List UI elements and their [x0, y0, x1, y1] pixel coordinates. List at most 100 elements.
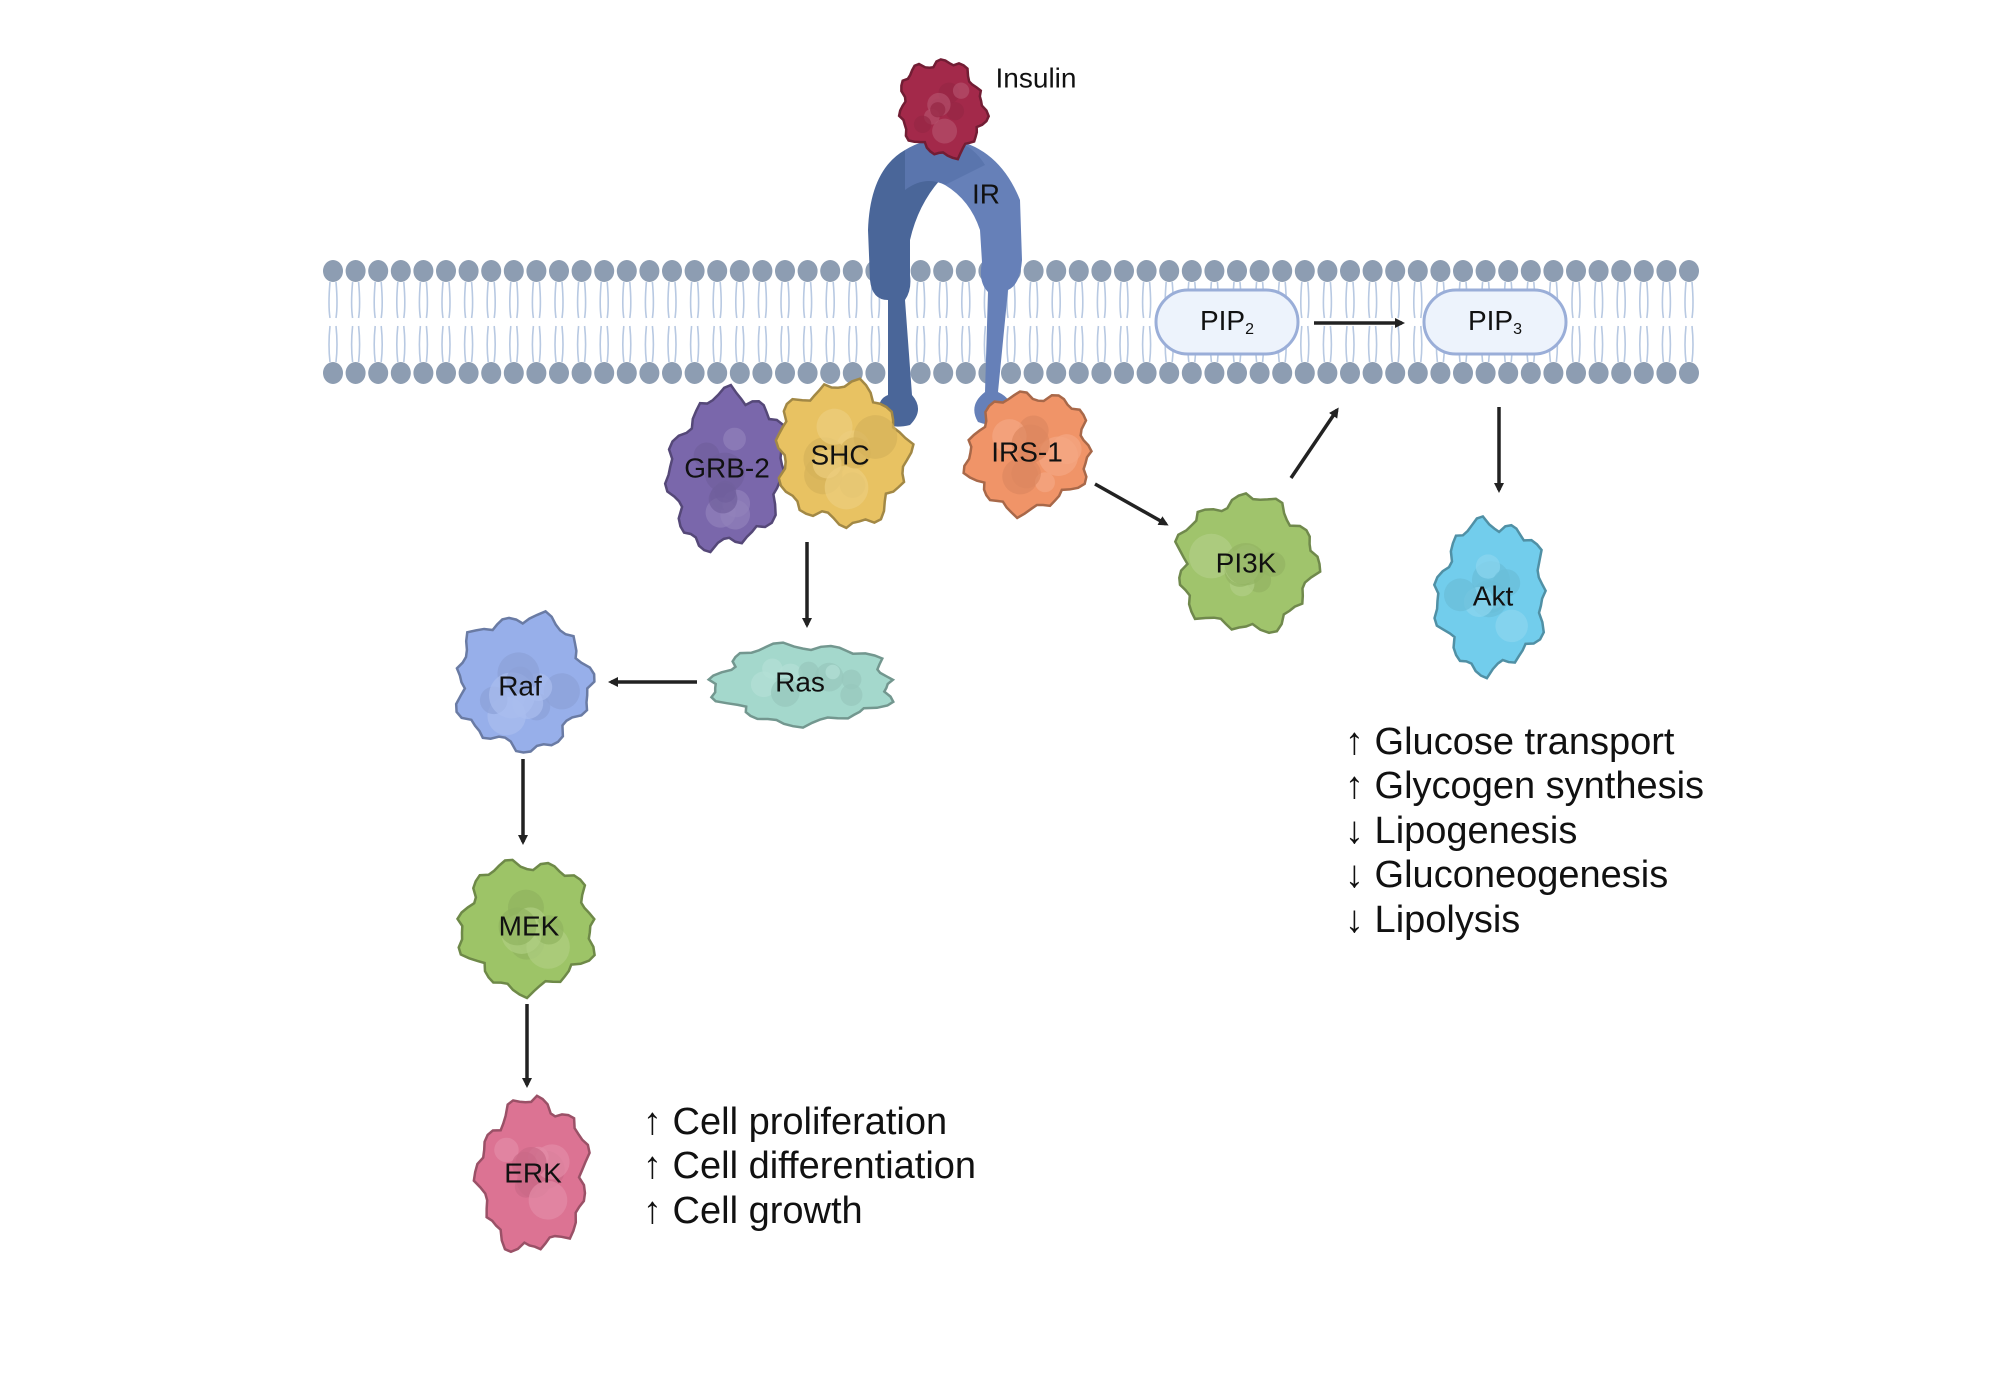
lipid-head	[1385, 362, 1406, 384]
lipid-head	[549, 260, 569, 282]
mek-texture	[534, 915, 564, 945]
lipid-tail	[1051, 281, 1061, 363]
lipid-head	[1181, 362, 1202, 384]
lipid-tail	[441, 281, 451, 363]
lipid-head	[1204, 362, 1225, 384]
lipid-head	[481, 362, 502, 384]
raf-protein	[454, 609, 596, 754]
lipid-tail	[1141, 281, 1152, 363]
lipid-tail	[870, 281, 881, 363]
lipid-head	[684, 362, 705, 384]
lipid-head	[481, 260, 502, 282]
pip2-shape	[1154, 288, 1300, 356]
lipid-head	[1046, 362, 1067, 384]
lipid-head	[436, 260, 456, 282]
lipid-tail	[396, 281, 406, 363]
lipid-tail	[1390, 281, 1400, 363]
irs1-texture	[1011, 458, 1041, 489]
lipid-head	[662, 260, 682, 282]
lipid-tail	[328, 281, 338, 363]
pi3k-texture	[1188, 533, 1234, 579]
lipid-tail	[780, 281, 790, 363]
lipid-head	[797, 362, 818, 384]
lipid-head	[1656, 362, 1677, 384]
lipid-head	[797, 260, 818, 282]
lipid-tail	[1367, 281, 1378, 363]
lipid-head	[1046, 260, 1067, 282]
insulin-texture	[952, 82, 970, 99]
lipid-head	[1272, 260, 1293, 282]
lipid-tail	[1639, 281, 1649, 363]
lipid-tail	[712, 281, 722, 363]
lipid-head	[1023, 362, 1044, 384]
lipid-head	[1566, 260, 1586, 282]
erk-effect: ↑ Cell differentiation	[643, 1145, 976, 1187]
lipid-head	[707, 362, 728, 384]
pi3k-texture	[1224, 542, 1267, 586]
lipid-head	[775, 260, 795, 282]
akt-protein	[1432, 515, 1548, 680]
lipid-tail	[1593, 281, 1604, 363]
lipid-head	[390, 260, 411, 282]
lipid-head	[1272, 362, 1293, 384]
lipid-head	[1611, 260, 1632, 282]
lipid-tail	[689, 281, 700, 363]
akt-effect: ↑ Glycogen synthesis	[1345, 765, 1704, 807]
lipid-head	[1543, 260, 1564, 282]
lipid-head	[436, 362, 456, 384]
lipid-head	[1023, 260, 1044, 282]
lipid-tail	[961, 281, 971, 363]
erk-texture	[511, 1151, 538, 1178]
lipid-head	[1543, 362, 1564, 384]
lipid-head	[1227, 260, 1247, 282]
receptor-top	[905, 138, 985, 190]
svg-text:PIP3: PIP3	[1468, 305, 1522, 338]
grb2-texture	[704, 452, 745, 493]
lipid-head	[458, 260, 479, 282]
ras-texture	[841, 669, 862, 690]
lipid-tail	[644, 281, 655, 363]
lipid-tail	[509, 281, 519, 363]
erk-texture	[494, 1137, 519, 1163]
lipid-head	[1294, 260, 1315, 282]
grb2-texture	[723, 427, 746, 451]
mek-protein	[456, 858, 596, 1000]
lipid-head	[1091, 362, 1112, 384]
lipid-head	[1588, 362, 1609, 384]
lipid-head	[1249, 260, 1270, 282]
lipid-head	[1430, 362, 1451, 384]
lipid-head	[1340, 362, 1360, 384]
lipid-tail	[622, 281, 632, 363]
akt-texture	[1443, 578, 1477, 612]
lipid-tail	[1096, 281, 1107, 363]
ras-texture	[798, 661, 819, 683]
lipid-tail	[1345, 281, 1355, 363]
lipid-head	[1407, 260, 1428, 282]
lipid-tail	[915, 281, 926, 363]
lipid-head	[1566, 362, 1586, 384]
lipid-head	[1317, 362, 1338, 384]
lipid-head	[368, 362, 389, 384]
raf-texture	[506, 666, 534, 694]
insulin-protein	[897, 58, 991, 161]
lipid-head	[1520, 362, 1541, 384]
lipid-tail	[1300, 281, 1310, 363]
lipid-head	[1656, 260, 1677, 282]
lipid-head	[1407, 362, 1428, 384]
lipid-head	[1453, 260, 1473, 282]
lipid-head	[1068, 260, 1089, 282]
label-grb2: GRB-2	[684, 452, 770, 483]
grb2-protein	[663, 383, 790, 554]
lipid-head	[1181, 260, 1202, 282]
lipid-head	[1633, 362, 1654, 384]
lipid-head	[1498, 362, 1519, 384]
ras-texture	[840, 683, 863, 707]
label-mek: MEK	[499, 910, 560, 941]
lipid-tail	[667, 281, 677, 363]
lipid-head	[503, 362, 524, 384]
lipid-head	[1498, 260, 1519, 282]
lipid-head	[729, 362, 750, 384]
lipid-head	[345, 362, 366, 384]
lipid-head	[752, 362, 773, 384]
lipid-head	[526, 362, 547, 384]
